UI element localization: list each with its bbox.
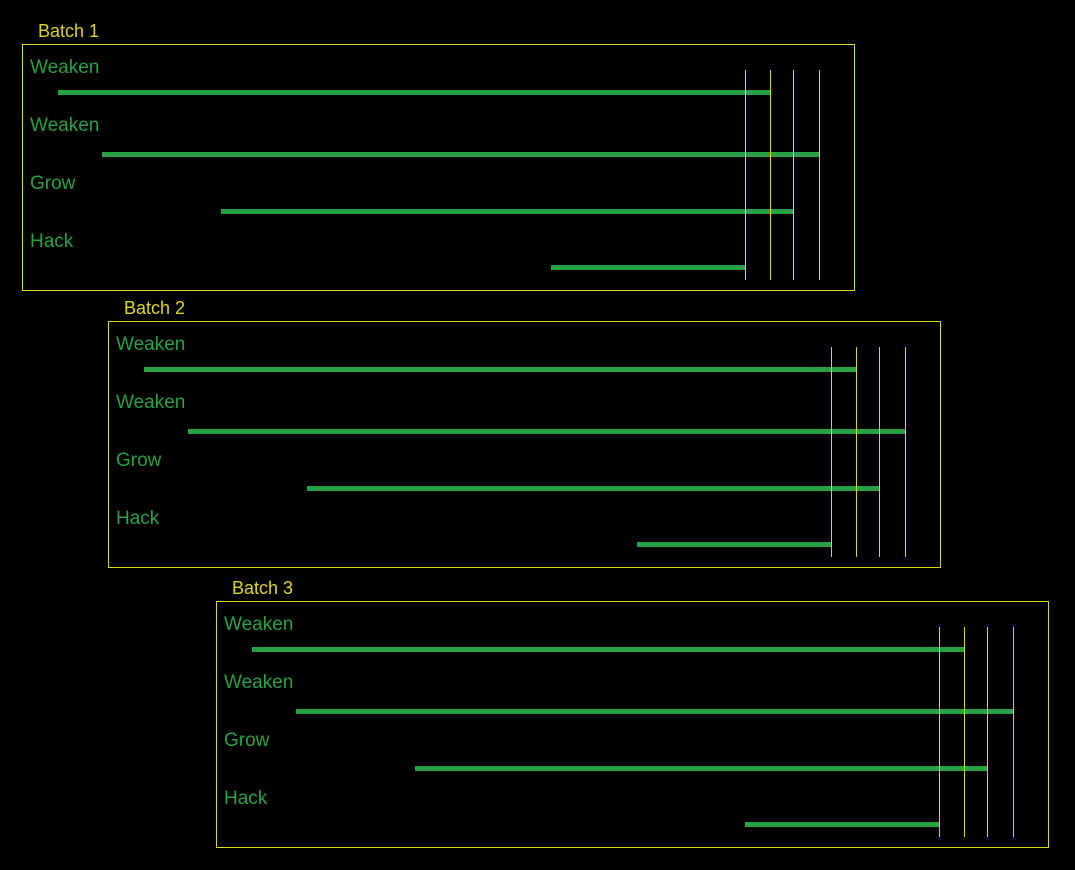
batch-title: Batch 3 [232,578,294,598]
batch-title: Batch 2 [124,298,186,318]
finish-time-line [905,347,906,557]
batch-box [22,44,855,291]
row-label: Hack [30,231,74,252]
row-label: Weaken [116,392,186,413]
timeline-bar [252,647,964,652]
timeline-bar [144,367,856,372]
row-label: Grow [116,450,162,471]
batch-title: Batch 1 [38,21,100,41]
finish-time-line [793,70,794,280]
finish-time-line [770,70,771,280]
timeline-bar [637,542,831,547]
timeline-bar [188,429,905,434]
row-label: Weaken [30,115,100,136]
row-label: Weaken [116,334,186,355]
finish-time-line [745,70,746,280]
finish-time-line [831,347,832,557]
timeline-bar [58,90,770,95]
row-label: Grow [224,730,270,751]
row-label: Weaken [30,57,100,78]
timeline-bar [745,822,939,827]
batch-box [108,321,941,568]
timeline-bar [551,265,745,270]
finish-time-line [1013,627,1014,837]
batch-box [216,601,1049,848]
timeline-bar [415,766,987,771]
finish-time-line [819,70,820,280]
timeline-bar [307,486,879,491]
row-label: Hack [224,788,268,809]
finish-time-line [987,627,988,837]
row-label: Hack [116,508,160,529]
row-label: Weaken [224,614,294,635]
finish-time-line [856,347,857,557]
timeline-bar [296,709,1013,714]
timeline-bar [221,209,793,214]
finish-time-line [939,627,940,837]
finish-time-line [964,627,965,837]
row-label: Weaken [224,672,294,693]
finish-time-line [879,347,880,557]
row-label: Grow [30,173,76,194]
timeline-bar [102,152,819,157]
